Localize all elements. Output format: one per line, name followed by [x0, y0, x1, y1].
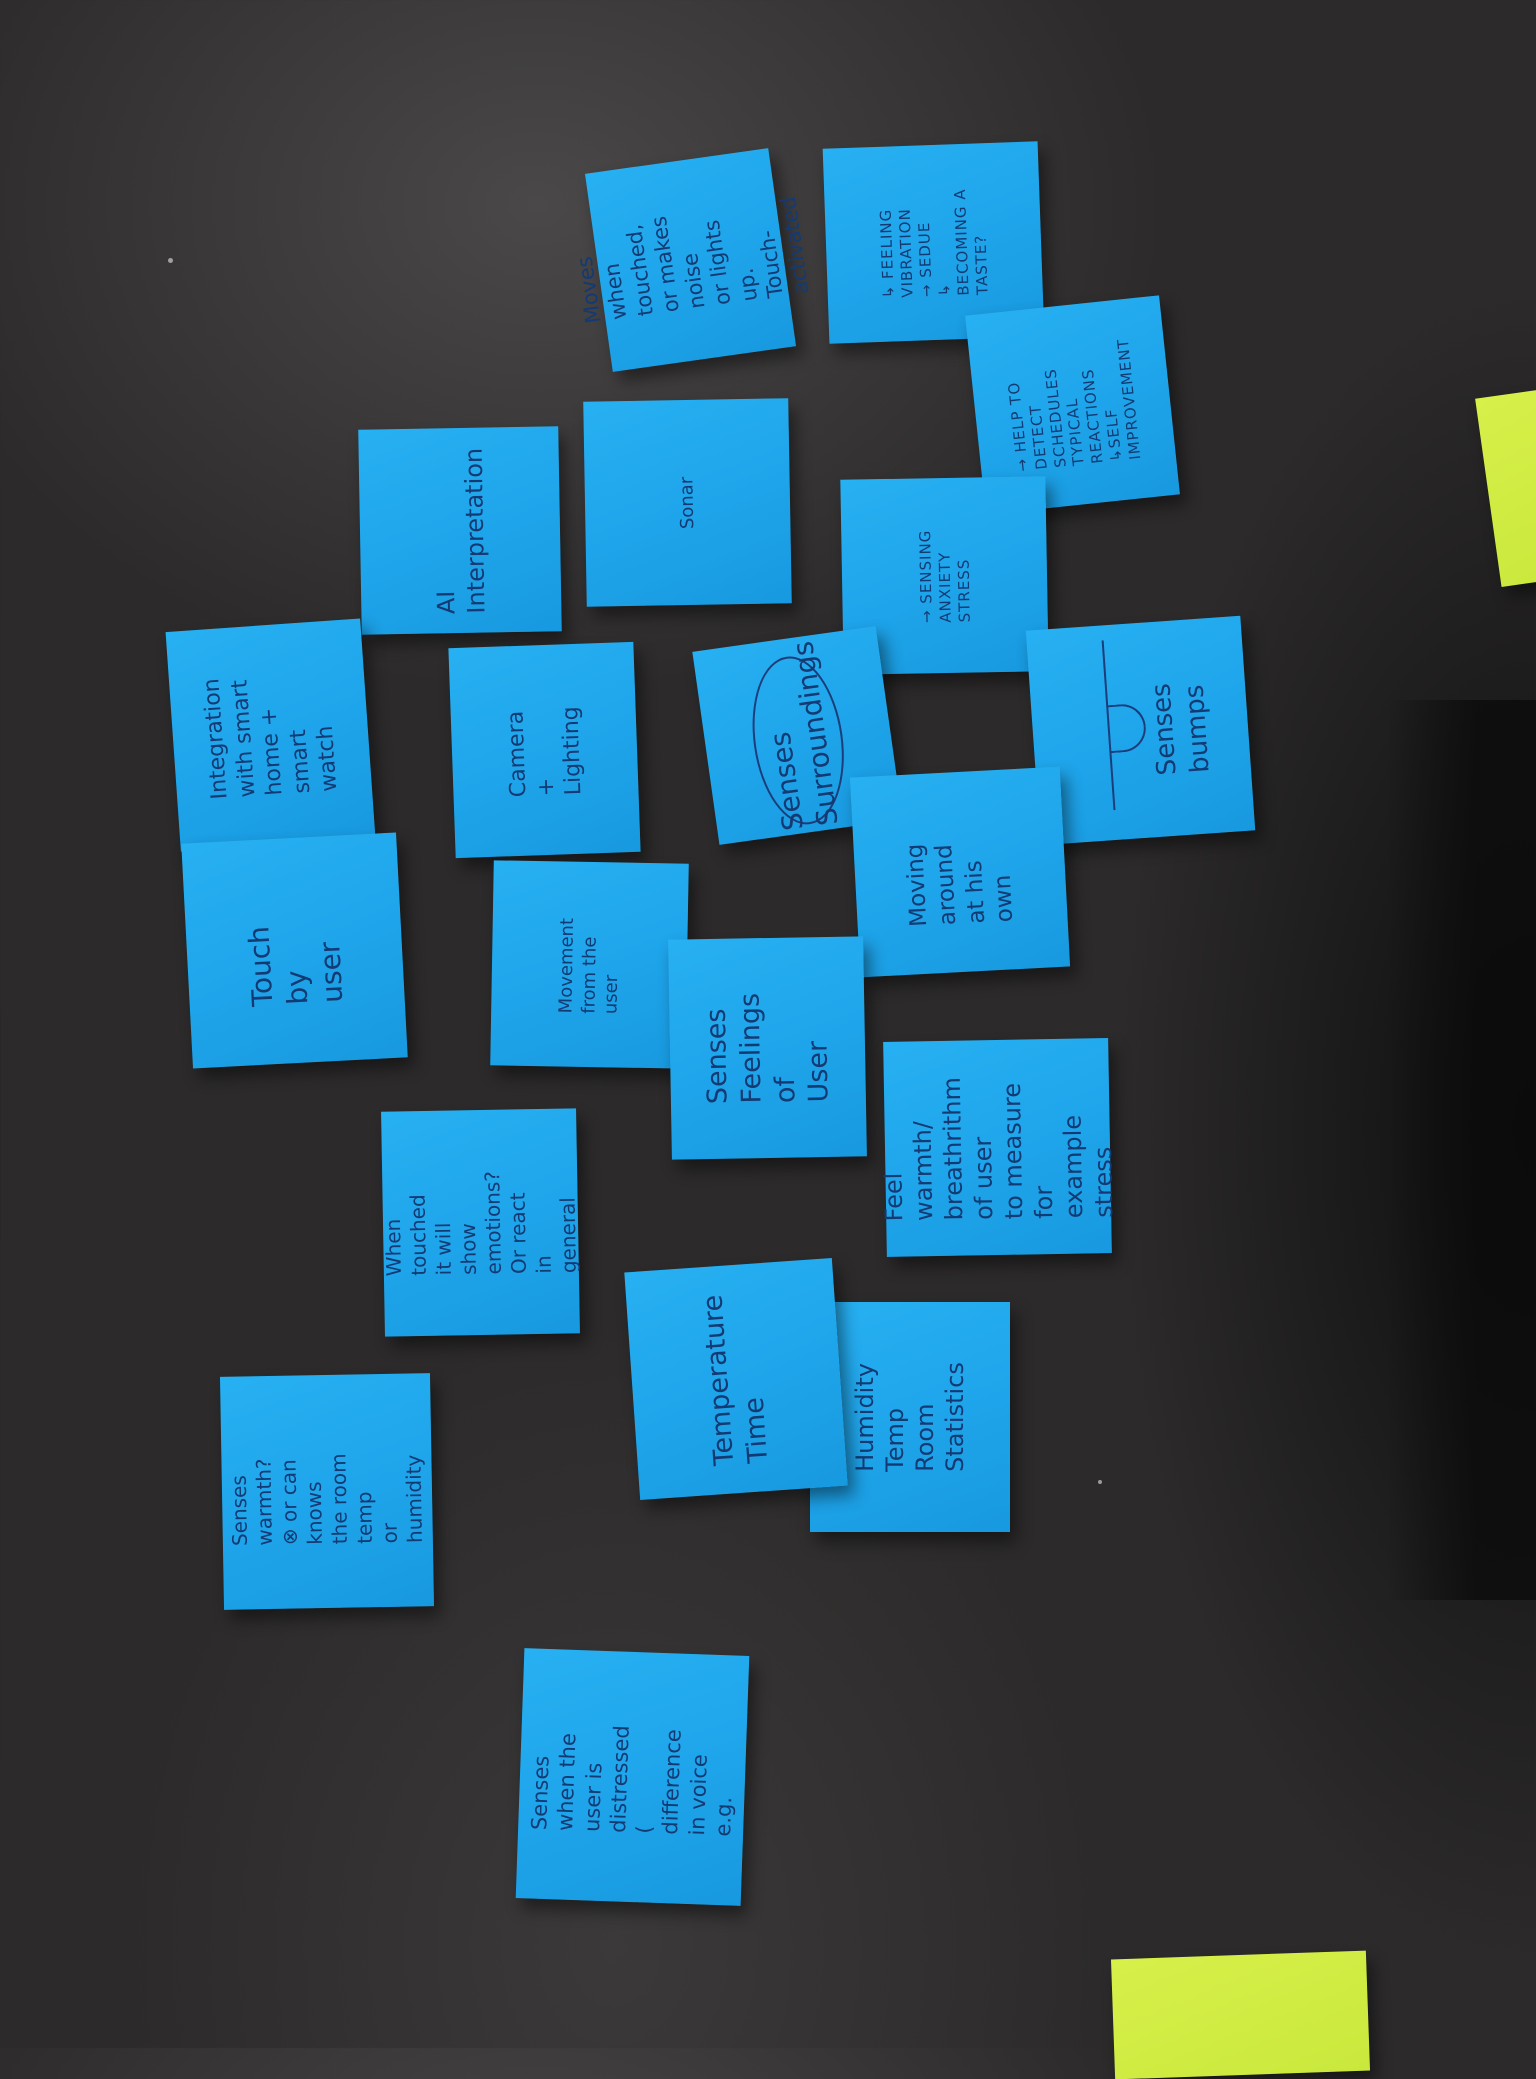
- table-shadow: [1386, 700, 1536, 1600]
- note-text: Integration with smart home + smart watc…: [198, 677, 342, 801]
- sticky-note-feel-warmth: Feel warmth/ breathrithm of user to meas…: [879, 1038, 1118, 1257]
- note-text: Senses when the user is distressed ( dif…: [526, 1724, 736, 1837]
- sticky-note-temperature-time: Temperature Time: [624, 1258, 848, 1500]
- dust-speck: [168, 258, 173, 263]
- sticky-note-integration-smart-home: Integration with smart home + smart watc…: [165, 618, 376, 852]
- note-text: Humidity Temp Room Statistics: [851, 1362, 969, 1472]
- dust-speck: [1098, 1480, 1102, 1484]
- sticky-note-ai-interpretation: AI Interpretation: [358, 426, 562, 635]
- note-text: Movement from the user: [554, 917, 622, 1014]
- sticky-note-movement-from-user: Movement from the user: [490, 860, 689, 1069]
- note-text: Moving around at his own: [901, 843, 1019, 928]
- sticky-note-humidity-room: Humidity Temp Room Statistics: [810, 1302, 1010, 1532]
- bump-arc-drawing: [1106, 702, 1148, 754]
- note-text: Sonar: [675, 476, 698, 529]
- note-text: Moves when touched, or makes noise or li…: [571, 195, 814, 325]
- sticky-note-touch-by-user: Touch by user: [181, 832, 408, 1069]
- note-text: → HELP TO DETECT SCHEDULES TYPICAL REACT…: [1004, 337, 1144, 473]
- sticky-note-senses-warmth: Senses warmth? ⊗ or can knows the room t…: [219, 1373, 435, 1610]
- note-text: Feel warmth/ breathrithm of user to meas…: [878, 1076, 1118, 1222]
- sticky-note-when-touched: When touched it will show emotions? Or r…: [380, 1108, 581, 1337]
- sticky-note-camera-lighting: Camera + Lighting: [448, 641, 641, 859]
- note-text: Senses Surroundings: [762, 638, 845, 833]
- sticky-note-touch-activated: Moves when touched, or makes noise or li…: [572, 148, 813, 372]
- note-text: → SENSING ANXIETY STRESS: [915, 529, 973, 623]
- sticky-note-moving-around: Moving around at his own: [849, 766, 1071, 978]
- sticky-note-senses-feelings: Senses Feelings of User: [668, 936, 867, 1160]
- note-text: When touched it will show emotions? Or r…: [380, 1170, 581, 1276]
- sticky-note-sonar: Sonar: [583, 398, 792, 607]
- note-text: ↳ FEELING VIBRATION → SEDUE ↳ BECOMING A…: [876, 187, 991, 299]
- note-text: Senses bumps: [1145, 681, 1215, 776]
- note-text: Camera + Lighting: [502, 705, 586, 798]
- note-text: Touch by user: [241, 924, 349, 1007]
- green-sticky-note-bottom: [1110, 1950, 1371, 2079]
- note-text: Temperature Time: [697, 1293, 774, 1467]
- note-text: AI Interpretation: [432, 447, 491, 614]
- sticky-note-senses-distressed: Senses when the user is distressed ( dif…: [515, 1648, 750, 1906]
- note-text: Senses Feelings of User: [700, 992, 835, 1105]
- note-text: Senses warmth? ⊗ or can knows the room t…: [226, 1452, 427, 1546]
